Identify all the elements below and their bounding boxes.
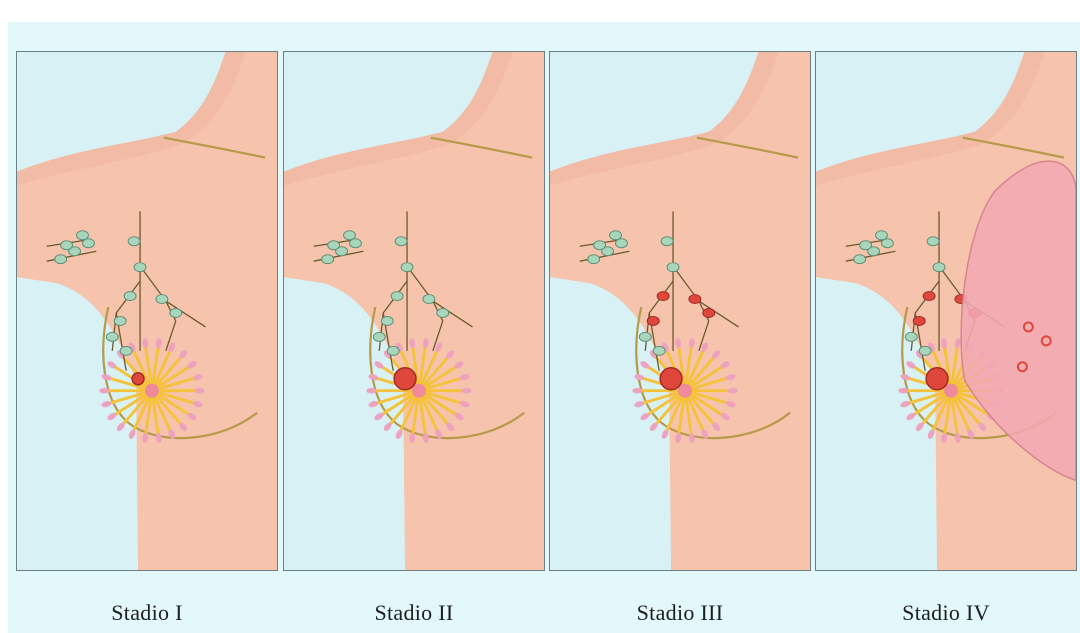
stage-label-4: Stadio IV: [815, 600, 1077, 626]
primary-tumor: [660, 368, 682, 390]
panel-stage-4: [815, 51, 1077, 571]
panel-stage-2: [283, 51, 545, 571]
torso: [284, 52, 544, 570]
panel-stage-1: [16, 51, 278, 571]
primary-tumor: [926, 368, 948, 390]
nipple: [145, 384, 159, 398]
breast-illustration-stage-2: [284, 52, 544, 570]
primary-tumor: [132, 373, 144, 385]
breast-illustration-stage-1: [17, 52, 277, 570]
panel-stage-3: [549, 51, 811, 571]
breast-illustration-stage-4: [816, 52, 1076, 570]
breast-illustration-stage-3: [550, 52, 810, 570]
torso: [550, 52, 810, 570]
primary-tumor: [394, 368, 416, 390]
stage-label-2: Stadio II: [283, 600, 545, 626]
torso: [17, 52, 277, 570]
stage-label-3: Stadio III: [549, 600, 811, 626]
stage-label-1: Stadio I: [16, 600, 278, 626]
